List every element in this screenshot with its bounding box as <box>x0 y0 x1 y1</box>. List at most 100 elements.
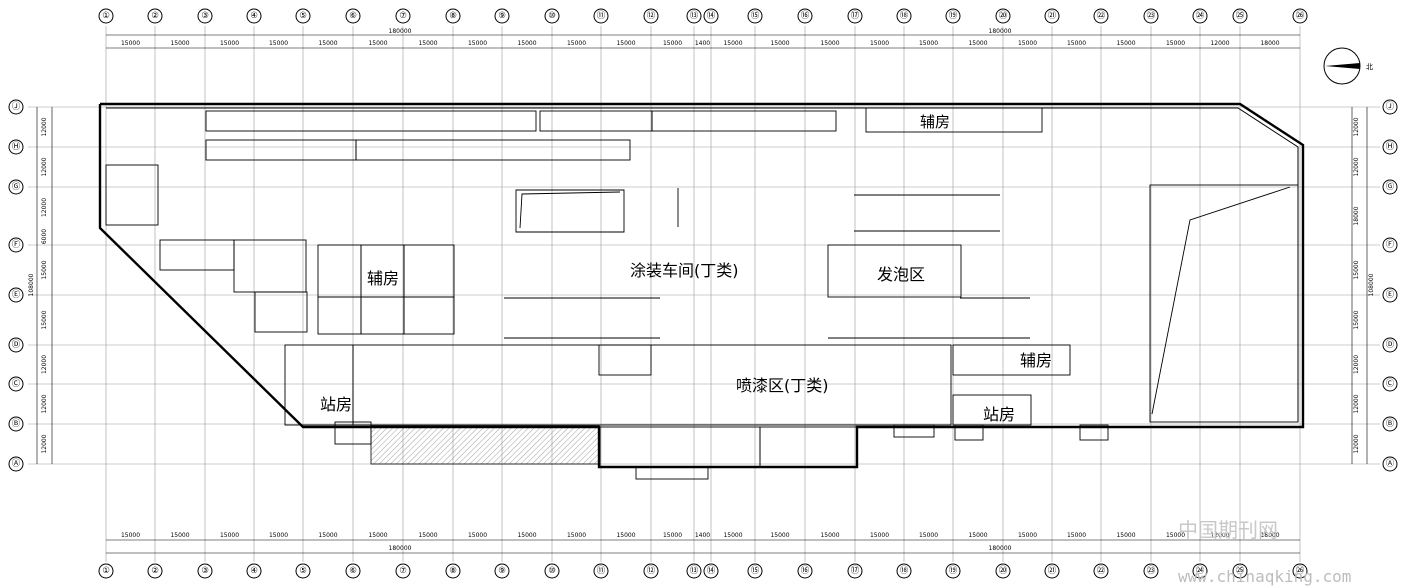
top-span-19: 15000 <box>968 40 987 47</box>
top-span-8: 15000 <box>468 40 487 47</box>
column-label-top-20: ⑳ <box>999 11 1008 21</box>
row-bubble-left-5 <box>8 287 24 303</box>
row-label-left-1: Ⓙ <box>12 102 21 112</box>
column-label-top-2: ② <box>151 11 159 21</box>
column-bubble-top-23 <box>1143 8 1159 24</box>
column-label-top-25: ㉕ <box>1236 11 1245 21</box>
top-span-12: 15000 <box>663 40 682 47</box>
column-bubble-top-9 <box>494 8 510 24</box>
column-label-bottom-17: ⑰ <box>851 566 860 576</box>
column-bubble-top-17 <box>847 8 863 24</box>
row-label-left-7: Ⓒ <box>12 379 21 389</box>
column-label-top-18: ⑱ <box>900 11 909 21</box>
top-total-left: 180000 <box>389 28 412 35</box>
row-label-right-3: Ⓖ <box>1386 182 1395 192</box>
column-bubble-bottom-19 <box>945 563 961 579</box>
column-label-bottom-5: ⑤ <box>299 566 307 576</box>
column-bubble-bottom-3 <box>197 563 213 579</box>
column-bubble-bottom-20 <box>995 563 1011 579</box>
row-label-right-7: Ⓒ <box>1386 379 1395 389</box>
row-bubble-right-9 <box>1382 456 1398 472</box>
watermark-url: www.chinaqking.com <box>1178 567 1351 586</box>
column-label-top-16: ⑯ <box>801 11 810 21</box>
row-label-left-9: Ⓐ <box>12 459 21 469</box>
column-label-top-9: ⑨ <box>498 11 506 21</box>
bottom-span-15: 15000 <box>770 532 789 539</box>
column-bubble-top-19 <box>945 8 961 24</box>
top-span-22: 15000 <box>1116 40 1135 47</box>
row-bubble-left-9 <box>8 456 24 472</box>
column-bubble-bottom-13 <box>686 563 702 579</box>
row-label-left-2: Ⓗ <box>12 142 21 152</box>
column-label-top-13: ⑬ <box>690 11 699 21</box>
bottom-span-13: 1400 <box>695 532 710 539</box>
left-span-3: 12000 <box>41 198 48 217</box>
bottom-span-2: 15000 <box>170 532 189 539</box>
column-bubble-bottom-14 <box>703 563 719 579</box>
row-bubble-left-3 <box>8 179 24 195</box>
right-span-4: 15000 <box>1353 260 1360 279</box>
column-label-bottom-13: ⑬ <box>690 566 699 576</box>
column-bubble-top-12 <box>643 8 659 24</box>
column-bubble-bottom-24 <box>1192 563 1208 579</box>
column-bubble-bottom-8 <box>445 563 461 579</box>
north-arrow: 北 <box>1323 47 1373 85</box>
column-bubble-bottom-21 <box>1044 563 1060 579</box>
column-label-bottom-21: ㉑ <box>1048 566 1057 576</box>
right-span-2: 12000 <box>1353 157 1360 176</box>
column-label-bottom-7: ⑦ <box>399 566 407 576</box>
column-bubble-bottom-26 <box>1292 563 1308 579</box>
row-label-right-4: Ⓕ <box>1386 240 1395 250</box>
bottom-span-24: 12000 <box>1210 532 1229 539</box>
top-span-23: 15000 <box>1166 40 1185 47</box>
row-bubble-left-2 <box>8 139 24 155</box>
left-span-4: 6000 <box>41 229 48 244</box>
row-bubble-right-8 <box>1382 416 1398 432</box>
column-bubble-bottom-4 <box>246 563 262 579</box>
right-span-5: 15000 <box>1353 310 1360 329</box>
dimension-labels: 15000 15000 15000 15000 15000 15000 15000 15000… <box>28 28 1375 552</box>
column-label-bottom-20: ⑳ <box>999 566 1008 576</box>
column-label-top-17: ⑰ <box>851 11 860 21</box>
hatched-zone <box>370 425 600 465</box>
column-bubble-bottom-17 <box>847 563 863 579</box>
column-bubble-top-24 <box>1192 8 1208 24</box>
column-bubble-top-15 <box>747 8 763 24</box>
bottom-span-22: 15000 <box>1116 532 1135 539</box>
top-span-10: 15000 <box>567 40 586 47</box>
column-bubble-bottom-16 <box>797 563 813 579</box>
right-span-6: 12000 <box>1353 355 1360 374</box>
row-bubble-right-4 <box>1382 237 1398 253</box>
top-span-21: 15000 <box>1067 40 1086 47</box>
bottom-span-11: 15000 <box>616 532 635 539</box>
column-bubble-bottom-11 <box>593 563 609 579</box>
bottom-span-17: 15000 <box>870 532 889 539</box>
row-bubble-right-6 <box>1382 337 1398 353</box>
row-label-left-4: Ⓕ <box>12 240 21 250</box>
column-bubble-top-18 <box>896 8 912 24</box>
watermark: 中国期刊网 www.chinaqking.com <box>1178 518 1351 586</box>
top-span-16: 15000 <box>820 40 839 47</box>
row-bubble-left-4 <box>8 237 24 253</box>
column-bubble-bottom-18 <box>896 563 912 579</box>
bottom-span-23: 15000 <box>1166 532 1185 539</box>
column-bubble-top-8 <box>445 8 461 24</box>
column-label-top-6: ⑥ <box>349 11 357 21</box>
bottom-total-right: 180000 <box>989 545 1012 552</box>
column-label-top-11: ⑪ <box>597 11 606 21</box>
top-span-15: 15000 <box>770 40 789 47</box>
top-span-4: 15000 <box>269 40 288 47</box>
column-bubble-top-16 <box>797 8 813 24</box>
top-span-5: 15000 <box>318 40 337 47</box>
column-label-bottom-24: ㉔ <box>1196 566 1205 576</box>
bottom-total-left: 180000 <box>389 545 412 552</box>
left-span-7: 12000 <box>41 355 48 374</box>
column-label-top-3: ③ <box>201 11 209 21</box>
top-span-14: 15000 <box>723 40 742 47</box>
column-label-top-5: ⑤ <box>299 11 307 21</box>
left-span-8: 12000 <box>41 394 48 413</box>
column-bubble-bottom-2 <box>147 563 163 579</box>
row-label-right-2: Ⓗ <box>1386 142 1395 152</box>
left-span-2: 12000 <box>41 157 48 176</box>
